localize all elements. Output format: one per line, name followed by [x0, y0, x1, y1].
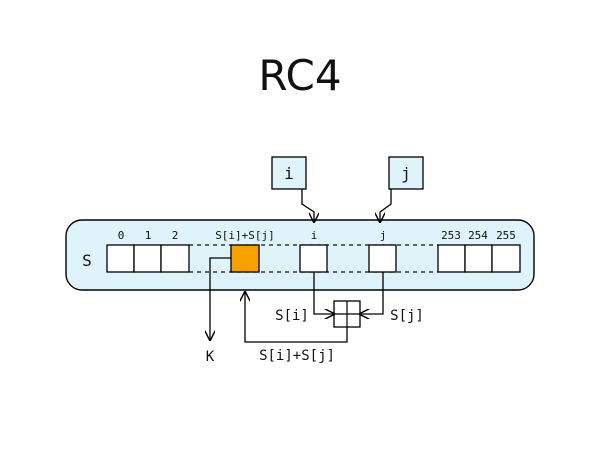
cell-label-1: 1	[145, 229, 152, 242]
cell-label-2: 2	[172, 229, 179, 242]
array-cell-253	[437, 244, 466, 273]
index-i-box	[271, 156, 307, 190]
cell-label-i: i	[311, 229, 318, 242]
cell-label-253: 253	[441, 229, 461, 242]
diagram-title: RC4	[258, 51, 341, 100]
array-cell-2	[160, 244, 190, 273]
cell-label-k: S[i]+S[j]	[215, 229, 275, 242]
index-j-label: j	[401, 164, 411, 183]
array-cell-255	[491, 244, 521, 273]
cell-label-254: 254	[468, 229, 488, 242]
arrow-k-output	[210, 257, 231, 340]
index-i-label: i	[284, 164, 294, 183]
array-cell-1	[133, 244, 162, 273]
arrow-sum-to-array	[245, 292, 348, 343]
arrow-s-i-to-adder	[313, 272, 334, 314]
arrow-s-j-to-adder	[360, 272, 384, 314]
index-j-box	[388, 156, 424, 190]
array-cell-254	[464, 244, 493, 273]
arrow-j-to-array	[380, 189, 392, 222]
edge-label-sum: S[i]+S[j]	[259, 348, 335, 364]
array-cell-i	[299, 244, 328, 273]
output-label-k: K	[206, 349, 215, 365]
edge-label-s-j: S[j]	[390, 308, 424, 324]
array-label: S	[82, 251, 92, 270]
edge-label-s-i: S[i]	[275, 308, 309, 324]
array-cell-k	[230, 244, 260, 273]
cell-label-0: 0	[118, 229, 125, 242]
array-cell-0	[106, 244, 135, 273]
cell-label-j: j	[380, 229, 387, 242]
arrow-i-to-array	[301, 189, 314, 222]
cell-label-255: 255	[496, 229, 516, 242]
array-cell-j	[368, 244, 397, 273]
